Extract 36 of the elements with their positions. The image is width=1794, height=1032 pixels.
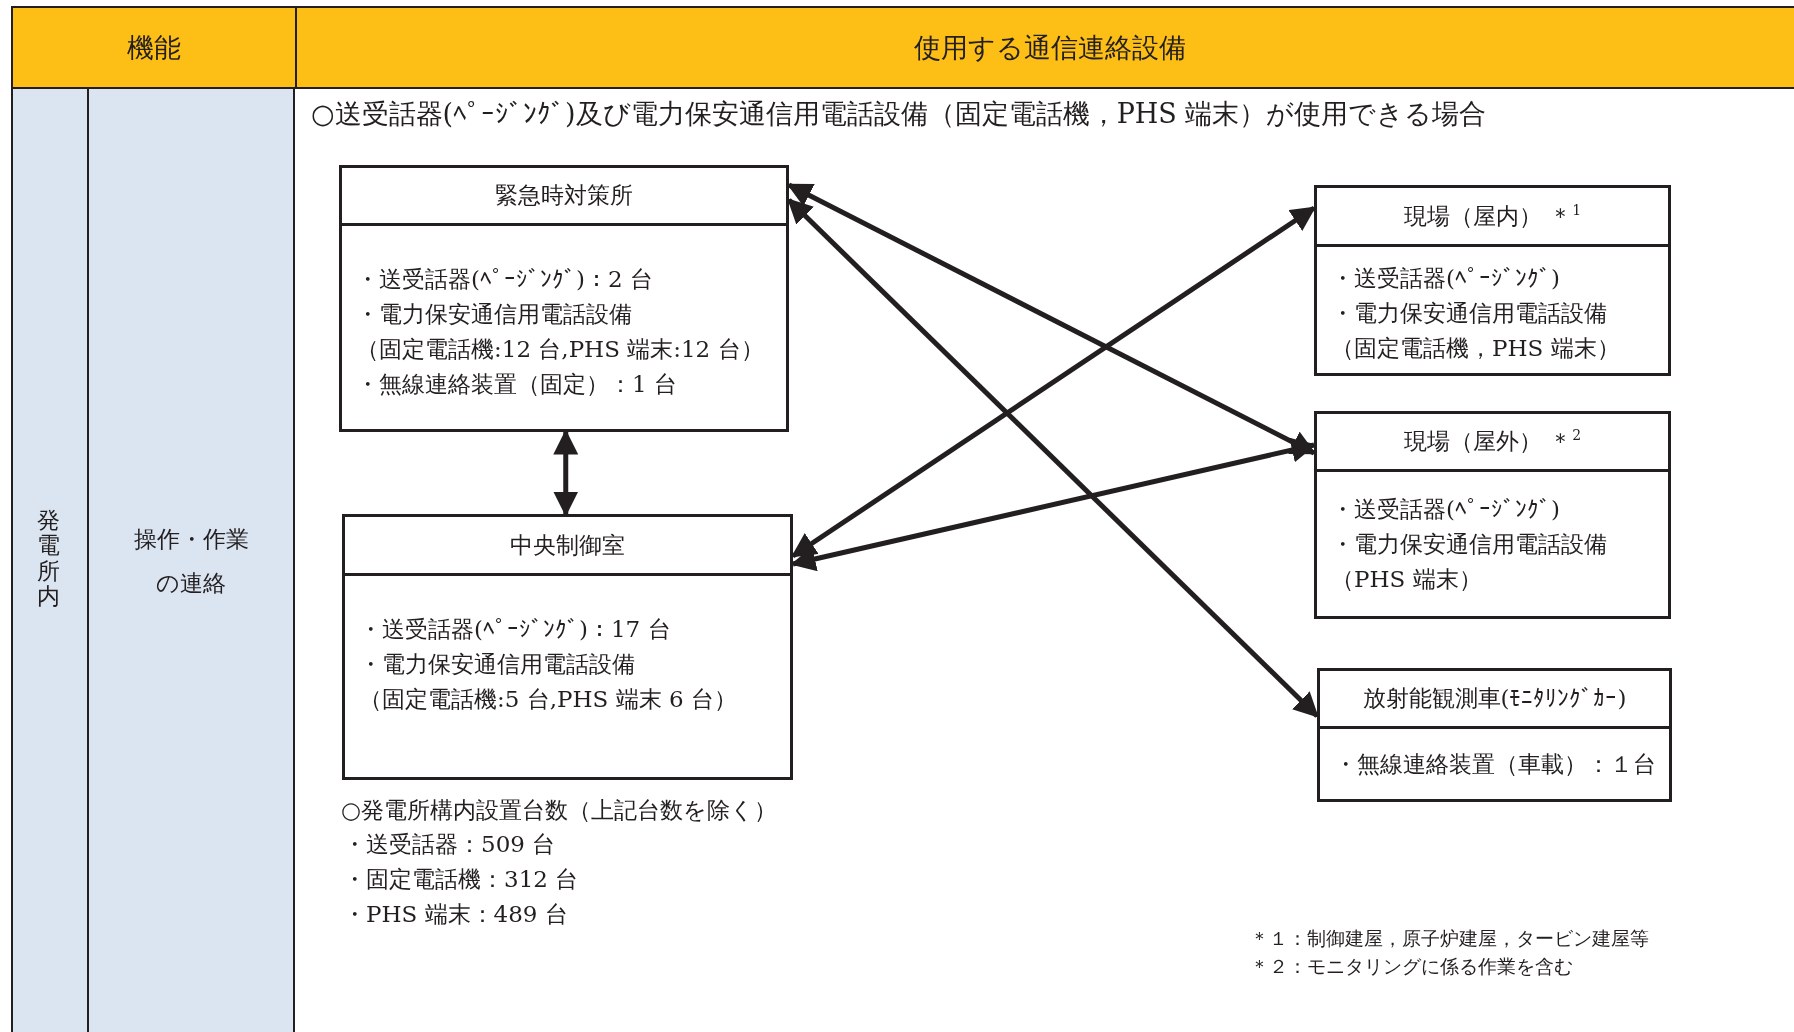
location-box <box>1317 668 1672 802</box>
equipment-item: ・無線連絡装置（車載）：１台 <box>1334 749 1657 779</box>
equipment-item: ・電力保安通信用電話設備 <box>356 300 633 329</box>
function-label: 操作・作業の連絡 <box>132 525 250 598</box>
box-heading: 現場（屋内） ＊$^{1}$ <box>1317 188 1668 247</box>
equipment-item: ・電力保安通信用電話設備 <box>1331 530 1608 559</box>
equipment-item: ・送受話器(ﾍﾟｰｼﾞﾝｸﾞ) <box>1331 495 1561 524</box>
table-header-cell: 機能 <box>11 6 297 89</box>
footnote: ＊２：モニタリングに係る作業を含む <box>1250 954 1573 979</box>
equipment-item: （PHS 端末） <box>1331 565 1483 594</box>
note-heading: ○発電所構内設置台数（上記台数を除く） <box>341 796 778 825</box>
box-heading: 現場（屋外） ＊$^{2}$ <box>1317 414 1668 472</box>
equipment-item: ・無線連絡装置（固定）：1 台 <box>356 370 678 399</box>
box-heading: 放射能観測車(ﾓﾆﾀﾘﾝｸﾞｶｰ) <box>1320 671 1669 729</box>
box-heading: 緊急時対策所 <box>342 168 786 226</box>
note-item: ・送受話器：509 台 <box>343 830 556 859</box>
location-box <box>1314 185 1671 376</box>
row-heading: 発電所内 <box>37 508 60 610</box>
location-box <box>339 165 789 432</box>
box-heading: 中央制御室 <box>345 517 790 576</box>
equipment-item: ・送受話器(ﾍﾟｰｼﾞﾝｸﾞ) <box>1331 264 1561 293</box>
intro-text: ○送受話器(ﾍﾟｰｼﾞﾝｸﾞ)及び電力保安通信用電話設備（固定電話機，PHS 端末）が使用できる場合 <box>311 97 1487 131</box>
note-item: ・固定電話機：312 台 <box>343 865 579 894</box>
equipment-item: ・電力保安通信用電話設備 <box>359 650 636 679</box>
equipment-item: ・送受話器(ﾍﾟｰｼﾞﾝｸﾞ)：2 台 <box>356 265 654 294</box>
note-item: ・PHS 端末：489 台 <box>343 900 568 929</box>
equipment-item: （固定電話機:12 台,PHS 端末:12 台） <box>356 335 765 364</box>
equipment-item: ・電力保安通信用電話設備 <box>1331 299 1608 328</box>
equipment-item: （固定電話機，PHS 端末） <box>1331 334 1621 363</box>
equipment-item: （固定電話機:5 台,PHS 端末 6 台） <box>359 685 738 714</box>
location-box <box>342 514 793 780</box>
location-box <box>1314 411 1671 619</box>
table-header-cell: 使用する通信連絡設備 <box>295 6 1794 89</box>
double-arrow <box>787 198 1319 718</box>
equipment-item: ・送受話器(ﾍﾟｰｼﾞﾝｸﾞ)：17 台 <box>359 615 672 644</box>
footnote: ＊１：制御建屋，原子炉建屋，タービン建屋等 <box>1250 926 1649 951</box>
